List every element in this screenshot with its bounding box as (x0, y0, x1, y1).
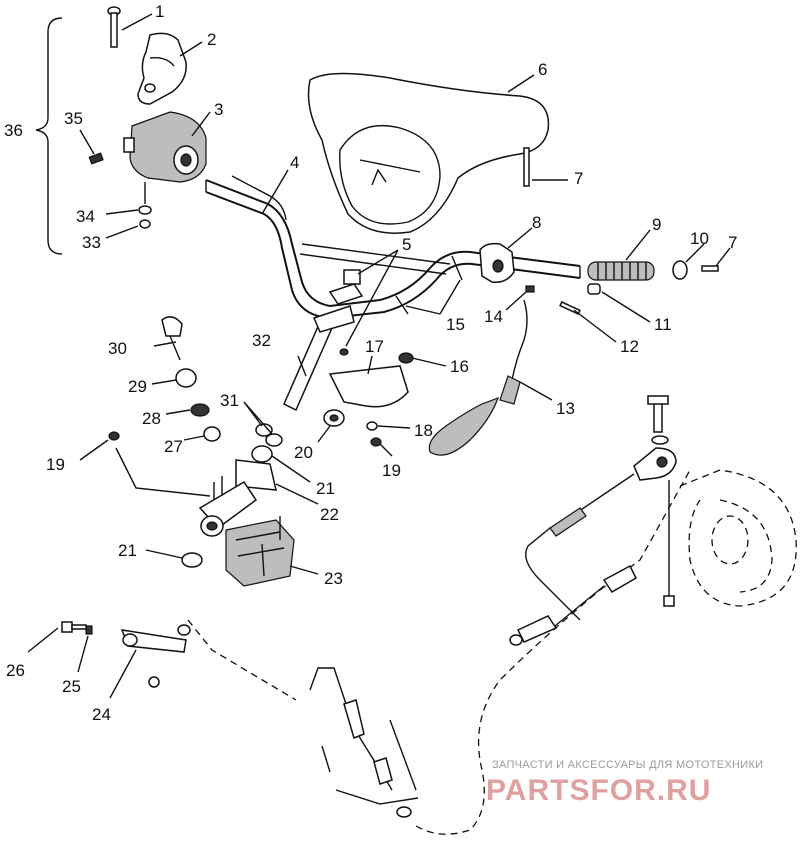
callout-5: 5 (402, 235, 411, 254)
callout-9: 9 (652, 215, 661, 234)
part-33-nut (139, 219, 151, 229)
part-28-washer (190, 403, 210, 417)
part-1-bolt (107, 6, 121, 48)
callout-26: 26 (6, 661, 25, 680)
watermark: ЗАПЧАСТИ И АКСЕССУАРЫ ДЛЯ МОТОТЕХНИКИ PA… (486, 759, 763, 807)
callout-11: 11 (654, 315, 672, 334)
callout-18: 18 (414, 421, 433, 440)
callout-19-right: 19 (382, 461, 401, 480)
callout-labels: 1 2 3 4 5 6 7 7 8 9 10 11 12 13 14 15 16… (4, 2, 737, 724)
callout-6: 6 (538, 60, 547, 79)
callout-22: 22 (320, 505, 339, 524)
callout-29: 29 (128, 377, 147, 396)
brake-cable (509, 395, 797, 646)
part-29-collar (175, 368, 197, 388)
leader-lines (27, 13, 731, 699)
part-17-cover-plate (328, 365, 409, 408)
watermark-tagline: ЗАПЧАСТИ И АКСЕССУАРЫ ДЛЯ МОТОТЕХНИКИ (492, 759, 763, 771)
callout-12: 12 (620, 337, 639, 356)
part-26-bolt (61, 621, 87, 633)
callout-34: 34 (76, 207, 95, 226)
part-27-nut (203, 426, 221, 442)
callout-8: 8 (532, 213, 541, 232)
part-4-handlebar (205, 175, 581, 320)
part-35-screw (88, 152, 104, 165)
part-19-nut (370, 437, 382, 447)
part-9-grip (587, 261, 655, 281)
part-6-handlebar-pad (307, 72, 550, 234)
callout-21-lower: 21 (118, 541, 137, 560)
part-7-end-screw (701, 265, 719, 272)
callout-10: 10 (690, 229, 709, 248)
callout-4: 4 (290, 153, 299, 172)
callout-28: 28 (142, 409, 161, 428)
callout-32: 32 (252, 331, 271, 350)
part-21-bushing-upper (251, 445, 273, 463)
part-5-clamp-blocks (328, 269, 364, 356)
callout-23: 23 (324, 569, 343, 588)
part-31-washers (255, 423, 283, 447)
part-10-end-cap (672, 260, 688, 280)
part-23-mount-bracket (225, 516, 295, 587)
part-34-washer (138, 205, 152, 215)
watermark-brand: PARTSFOR.RU (486, 774, 711, 807)
part-13-tether-switch (428, 299, 528, 456)
part-32-steering-post (283, 305, 355, 412)
part-21-bushing-lower (181, 552, 203, 568)
callout-21-upper: 21 (316, 479, 335, 498)
callout-13: 13 (556, 399, 575, 418)
part-14-screw (525, 285, 535, 293)
callout-30: 30 (108, 339, 127, 358)
callout-2: 2 (207, 30, 216, 49)
part-18-washer (366, 421, 378, 431)
callout-17: 17 (365, 337, 384, 356)
callout-36: 36 (4, 121, 23, 140)
callout-3: 3 (214, 100, 223, 119)
callout-7-lower: 7 (728, 233, 737, 252)
callout-35: 35 (64, 109, 83, 128)
callout-24: 24 (92, 705, 111, 724)
throttle-cable (187, 589, 601, 835)
callout-14: 14 (484, 307, 503, 326)
group-bracket-36 (35, 17, 63, 255)
callout-15: 15 (446, 315, 465, 334)
callout-7-upper: 7 (574, 169, 583, 188)
callout-19-left: 19 (46, 455, 65, 474)
part-11-plug (587, 283, 601, 295)
part-20-bushing (323, 409, 345, 427)
part-15-cable-ties (395, 255, 463, 315)
part-30-knob (161, 316, 183, 361)
part-8-switch-housing (479, 242, 515, 284)
part-25-washer (85, 625, 93, 635)
callout-1: 1 (155, 2, 164, 21)
callout-27: 27 (164, 437, 183, 456)
callout-25: 25 (62, 677, 81, 696)
callout-20: 20 (294, 443, 313, 462)
part-16-screw (398, 352, 414, 364)
part-24-steering-link (120, 624, 191, 688)
part-2-clamp (137, 32, 187, 105)
part-22-steering-arm (198, 459, 277, 537)
callout-16: 16 (450, 357, 469, 376)
part-19-nut-left (108, 431, 120, 441)
part-3-throttle-housing (123, 111, 207, 183)
callout-33: 33 (82, 233, 101, 252)
part-7-screw (523, 147, 530, 187)
callout-31: 31 (220, 391, 239, 410)
